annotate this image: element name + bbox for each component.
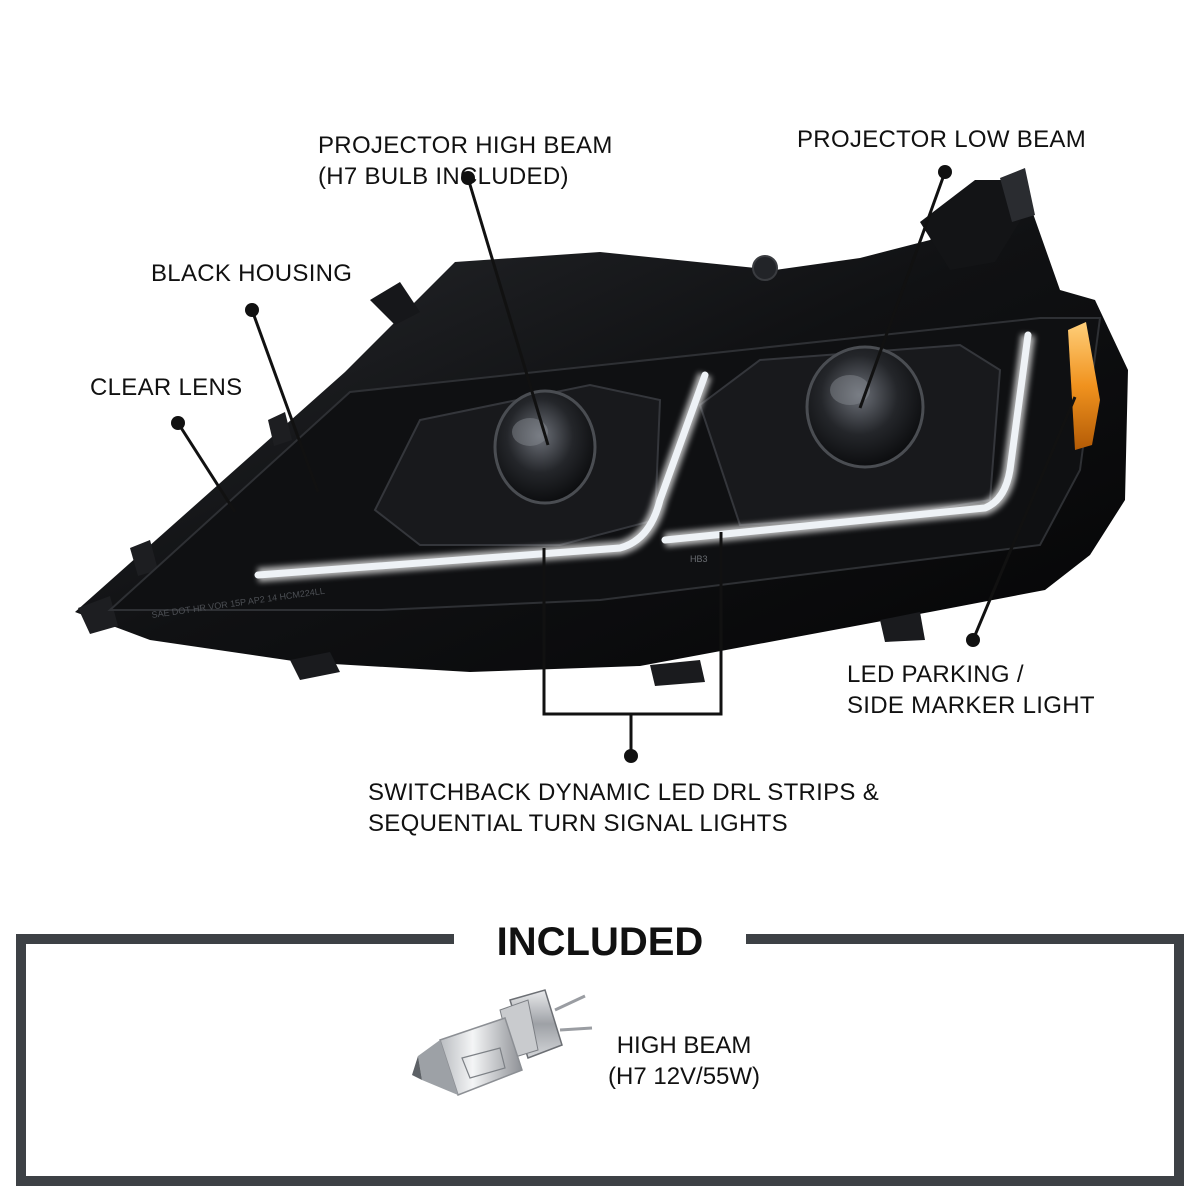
headlight-housing [75,168,1128,686]
included-frame-top-right [746,934,1184,944]
label-clear-lens: CLEAR LENS [90,374,243,401]
label-led-parking: LED PARKING / SIDE MARKER LIGHT [847,661,1095,719]
included-title: INCLUDED [496,920,704,964]
label-black-housing: BLACK HOUSING [151,260,353,287]
included-frame-top-left [16,934,454,944]
label-projector-high-beam: PROJECTOR HIGH BEAM (H7 BULB INCLUDED) [318,132,613,190]
included-frame-bottom [16,1176,1184,1186]
included-frame-left [16,934,26,1186]
h7-bulb-icon [412,989,593,1096]
label-drl-strips: SWITCHBACK DYNAMIC LED DRL STRIPS & SEQU… [368,779,880,837]
included-item-label: HIGH BEAM (H7 12V/55W) [608,1032,761,1090]
callout-lines [171,165,1077,763]
label-projector-low-beam: PROJECTOR LOW BEAM [797,126,1086,153]
hb3-marking: HB3 [690,554,708,564]
included-frame-right [1174,934,1184,1186]
drl-strips [254,331,1035,582]
